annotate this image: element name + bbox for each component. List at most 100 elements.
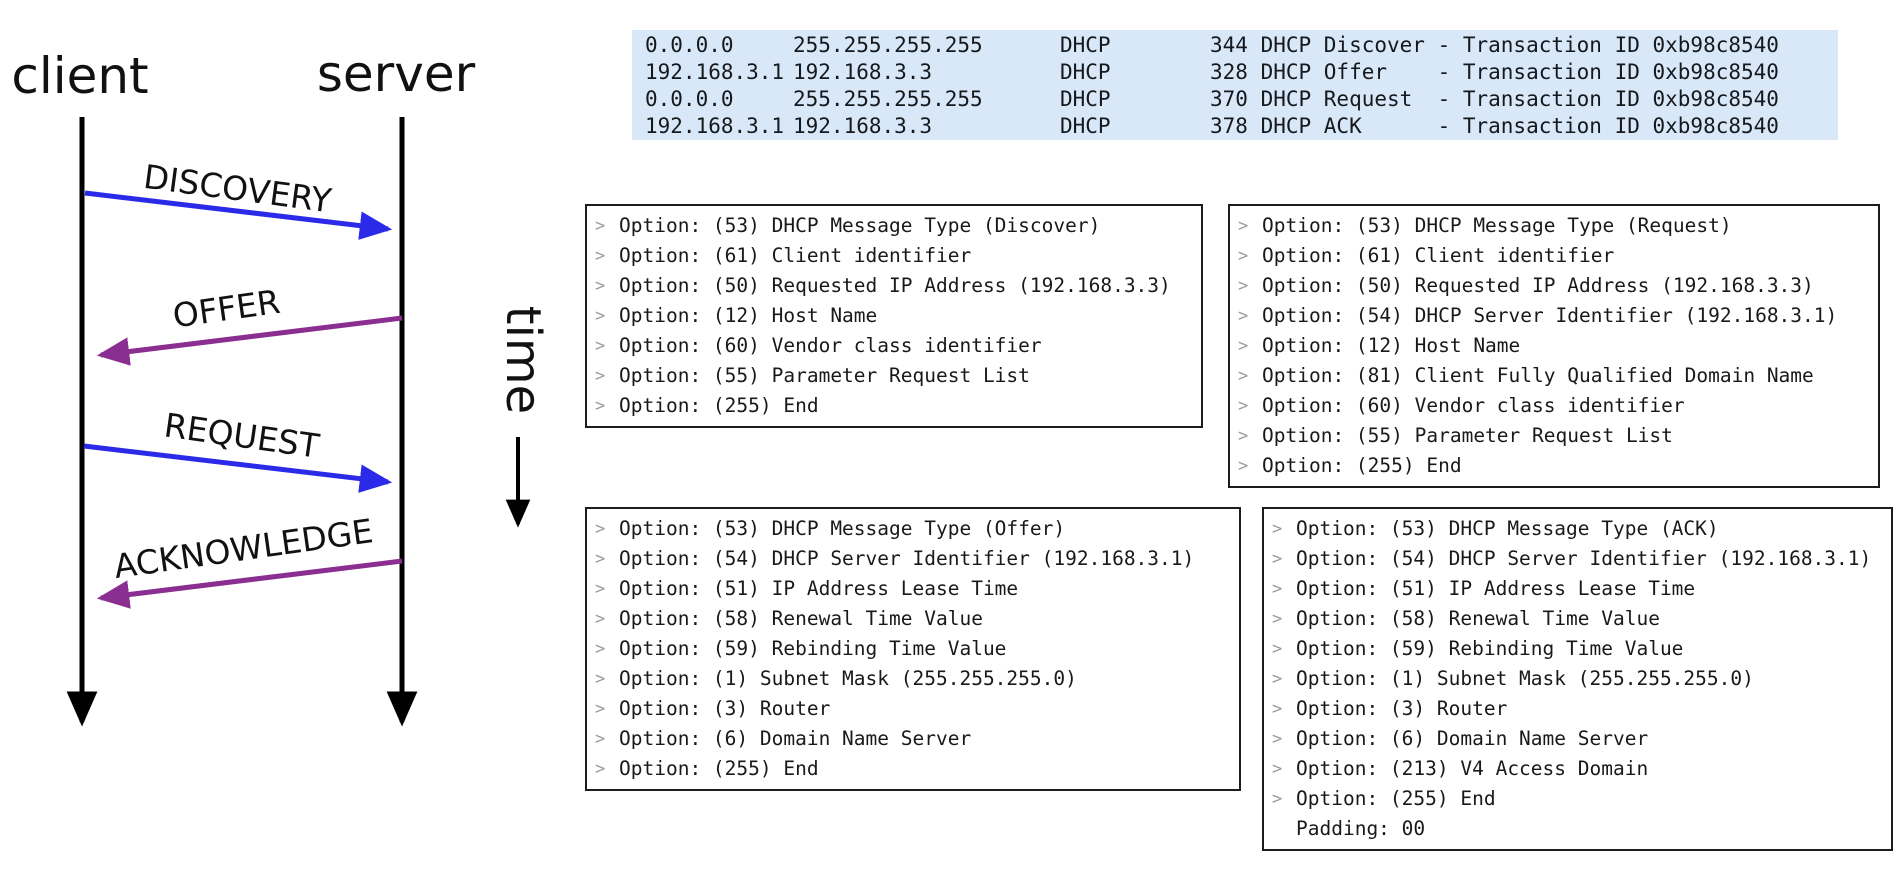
option-line[interactable]: > Option: (54) DHCP Server Identifier (1… [1272, 544, 1883, 574]
option-line[interactable]: > Option: (6) Domain Name Server [1272, 724, 1883, 754]
option-line[interactable]: > Option: (61) Client identifier [595, 241, 1193, 271]
discovery-arrow [84, 190, 393, 240]
option-line[interactable]: > Option: (50) Requested IP Address (192… [1238, 271, 1870, 301]
expand-chevron-icon[interactable]: > [1272, 519, 1283, 539]
request-options-panel: > Option: (53) DHCP Message Type (Reques… [1228, 204, 1880, 488]
option-line[interactable]: > Option: (53) DHCP Message Type (Offer) [595, 514, 1231, 544]
expand-chevron-icon[interactable]: > [1238, 456, 1249, 476]
option-line[interactable]: > Option: (12) Host Name [1238, 331, 1870, 361]
expand-chevron-icon[interactable]: > [1272, 549, 1283, 569]
expand-chevron-icon[interactable]: > [595, 366, 606, 386]
expand-chevron-icon[interactable]: > [595, 216, 606, 236]
expand-chevron-icon[interactable]: > [595, 246, 606, 266]
packet-row[interactable]: 0.0.0.0 255.255.255.255 DHCP 344 DHCP Di… [632, 32, 1838, 59]
option-line[interactable]: > Option: (3) Router [1272, 694, 1883, 724]
packet-destination: 192.168.3.3 [793, 114, 933, 138]
option-line[interactable]: > Option: (213) V4 Access Domain [1272, 754, 1883, 784]
expand-chevron-icon[interactable]: > [1272, 579, 1283, 599]
option-line[interactable]: > Option: (50) Requested IP Address (192… [595, 271, 1193, 301]
option-line[interactable]: > Option: (61) Client identifier [1238, 241, 1870, 271]
option-text: Option: (213) V4 Access Domain [1296, 757, 1649, 780]
packet-row[interactable]: 0.0.0.0 255.255.255.255 DHCP 370 DHCP Re… [632, 86, 1838, 113]
option-text: Option: (81) Client Fully Qualified Doma… [1262, 364, 1814, 387]
option-line[interactable]: > Option: (1) Subnet Mask (255.255.255.0… [595, 664, 1231, 694]
packet-destination: 255.255.255.255 [793, 87, 983, 111]
expand-chevron-icon[interactable]: > [595, 549, 606, 569]
option-line[interactable]: > Option: (60) Vendor class identifier [595, 331, 1193, 361]
option-line[interactable]: > Option: (255) End [1238, 451, 1870, 481]
option-line[interactable]: > Option: (58) Renewal Time Value [595, 604, 1231, 634]
option-line[interactable]: > Option: (53) DHCP Message Type (Reques… [1238, 211, 1870, 241]
expand-chevron-icon[interactable]: > [1238, 306, 1249, 326]
expand-chevron-icon[interactable]: > [1238, 396, 1249, 416]
option-line[interactable]: > Option: (53) DHCP Message Type (ACK) [1272, 514, 1883, 544]
acknowledge-arrow [96, 558, 403, 609]
option-line[interactable]: > Option: (1) Subnet Mask (255.255.255.0… [1272, 664, 1883, 694]
packet-row[interactable]: 192.168.3.1 192.168.3.3 DHCP 378 DHCP AC… [632, 113, 1838, 140]
packet-list: 0.0.0.0 255.255.255.255 DHCP 344 DHCP Di… [632, 30, 1838, 140]
option-text: Option: (6) Domain Name Server [1296, 727, 1649, 750]
expand-chevron-icon[interactable]: > [1272, 669, 1283, 689]
expand-chevron-icon[interactable]: > [1272, 789, 1283, 809]
expand-chevron-icon[interactable]: > [595, 639, 606, 659]
expand-chevron-icon[interactable]: > [595, 729, 606, 749]
expand-chevron-icon[interactable]: > [1238, 216, 1249, 236]
option-text: Option: (61) Client identifier [619, 244, 972, 267]
packet-info: 378 DHCP ACK - Transaction ID 0xb98c8540 [1210, 114, 1779, 138]
expand-chevron-icon[interactable]: > [1238, 336, 1249, 356]
expand-chevron-icon[interactable]: > [1238, 366, 1249, 386]
expand-chevron-icon[interactable]: > [595, 759, 606, 779]
expand-chevron-icon[interactable]: > [595, 579, 606, 599]
option-line[interactable]: > Option: (255) End [1272, 784, 1883, 814]
option-text: Option: (3) Router [1296, 697, 1508, 720]
expand-chevron-icon[interactable]: > [1272, 699, 1283, 719]
expand-chevron-icon[interactable]: > [1238, 276, 1249, 296]
expand-chevron-icon[interactable]: > [1272, 729, 1283, 749]
option-line[interactable]: > Option: (51) IP Address Lease Time [1272, 574, 1883, 604]
expand-chevron-icon[interactable]: > [595, 669, 606, 689]
packet-protocol: DHCP [1060, 87, 1111, 111]
option-text: Option: (58) Renewal Time Value [1296, 607, 1660, 630]
expand-chevron-icon[interactable]: > [595, 276, 606, 296]
expand-chevron-icon[interactable]: > [1272, 759, 1283, 779]
expand-chevron-icon[interactable]: > [595, 306, 606, 326]
expand-chevron-icon[interactable]: > [595, 609, 606, 629]
option-line[interactable]: > Option: (53) DHCP Message Type (Discov… [595, 211, 1193, 241]
option-text: Option: (58) Renewal Time Value [619, 607, 983, 630]
expand-chevron-icon[interactable]: > [1272, 609, 1283, 629]
option-line[interactable]: > Option: (59) Rebinding Time Value [595, 634, 1231, 664]
packet-row[interactable]: 192.168.3.1 192.168.3.3 DHCP 328 DHCP Of… [632, 59, 1838, 86]
expand-chevron-icon[interactable]: > [1238, 426, 1249, 446]
option-text: Option: (53) DHCP Message Type (Offer) [619, 517, 1066, 540]
option-text: Option: (55) Parameter Request List [619, 364, 1030, 387]
option-text: Option: (53) DHCP Message Type (Discover… [619, 214, 1101, 237]
expand-chevron-icon[interactable]: > [1272, 639, 1283, 659]
option-line[interactable]: > Option: (255) End [595, 391, 1193, 421]
option-line[interactable]: > Option: (60) Vendor class identifier [1238, 391, 1870, 421]
option-line[interactable]: > Option: (54) DHCP Server Identifier (1… [595, 544, 1231, 574]
expand-chevron-icon[interactable]: > [595, 699, 606, 719]
option-line[interactable]: > Option: (58) Renewal Time Value [1272, 604, 1883, 634]
option-line[interactable]: > Padding: 00 [1272, 814, 1883, 844]
option-line[interactable]: > Option: (81) Client Fully Qualified Do… [1238, 361, 1870, 391]
option-text: Option: (59) Rebinding Time Value [619, 637, 1007, 660]
option-line[interactable]: > Option: (55) Parameter Request List [595, 361, 1193, 391]
option-line[interactable]: > Option: (55) Parameter Request List [1238, 421, 1870, 451]
expand-chevron-icon[interactable]: > [595, 519, 606, 539]
option-line[interactable]: > Option: (51) IP Address Lease Time [595, 574, 1231, 604]
option-text: Option: (12) Host Name [1262, 334, 1521, 357]
expand-chevron-icon[interactable]: > [595, 396, 606, 416]
option-text: Option: (255) End [1296, 787, 1496, 810]
packet-protocol: DHCP [1060, 60, 1111, 84]
option-line[interactable]: > Option: (54) DHCP Server Identifier (1… [1238, 301, 1870, 331]
option-line[interactable]: > Option: (59) Rebinding Time Value [1272, 634, 1883, 664]
option-line[interactable]: > Option: (3) Router [595, 694, 1231, 724]
option-text: Option: (6) Domain Name Server [619, 727, 972, 750]
expand-chevron-icon[interactable]: > [1238, 246, 1249, 266]
option-line[interactable]: > Option: (6) Domain Name Server [595, 724, 1231, 754]
option-text: Option: (255) End [619, 394, 819, 417]
option-line[interactable]: > Option: (12) Host Name [595, 301, 1193, 331]
option-line[interactable]: > Option: (255) End [595, 754, 1231, 784]
expand-chevron-icon[interactable]: > [595, 336, 606, 356]
